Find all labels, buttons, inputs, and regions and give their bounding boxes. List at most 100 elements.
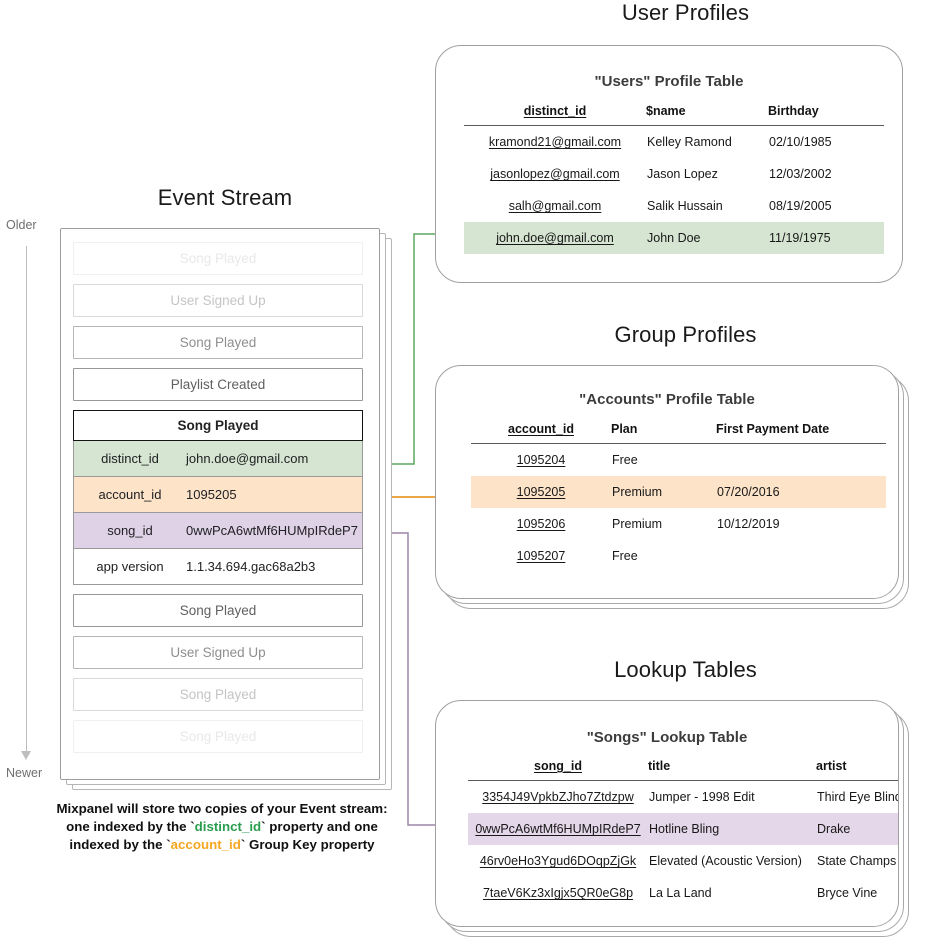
caption-code-account-id: account_id: [170, 837, 241, 852]
user-profiles-title: User Profiles: [621, 0, 750, 25]
list-item[interactable]: User Signed Up: [73, 284, 363, 317]
songs-lookup-card: "Songs" Lookup Table song_id title artis…: [435, 700, 899, 927]
users-profile-card: "Users" Profile Table distinct_id $name …: [435, 45, 903, 283]
list-item[interactable]: User Signed Up: [73, 636, 363, 669]
cell-distinct-id: salh@gmail.com: [508, 199, 602, 214]
cell-name: John Doe: [646, 222, 768, 255]
property-key: song_id: [107, 523, 153, 538]
table-row[interactable]: salh@gmail.com Salik Hussain 08/19/2005: [464, 190, 884, 222]
songs-table-title: "Songs" Lookup Table: [586, 729, 748, 746]
cell-birthday: 12/03/2002: [769, 167, 832, 182]
caption-line-2-prefix: one indexed by the: [66, 819, 191, 834]
table-row[interactable]: 3354J49VpkbZJho7Ztdzpw Jumper - 1998 Edi…: [468, 781, 899, 813]
table-row-highlighted[interactable]: 1095205 Premium 07/20/2016: [471, 476, 886, 509]
accounts-col-first-payment-date: First Payment Date: [716, 422, 830, 436]
time-axis: Older Newer: [6, 218, 58, 788]
list-item[interactable]: Song Played: [73, 594, 363, 627]
lookup-tables-title: Lookup Tables: [614, 657, 757, 682]
table-row[interactable]: jasonlopez@gmail.com Jason Lopez 12/03/2…: [464, 158, 884, 190]
songs-col-title: title: [648, 759, 671, 773]
users-table-header-row: distinct_id $name Birthday: [464, 104, 884, 125]
caption-line-1: Mixpanel will store two copies of your E…: [56, 801, 388, 816]
cell-artist: Drake: [816, 813, 898, 846]
cell-plan: Premium: [612, 517, 663, 532]
cell-plan: Premium: [611, 476, 716, 509]
event-property-app-version[interactable]: app version 1.1.34.694.gac68a2b3: [73, 549, 363, 585]
cell-artist: Bryce Vine: [817, 886, 878, 901]
property-value: john.doe@gmail.com: [186, 451, 309, 466]
cell-account-id: 1095204: [516, 453, 566, 468]
cell-title: Elevated (Acoustic Version): [649, 854, 802, 869]
property-key: distinct_id: [101, 451, 159, 466]
group-profiles-title: Group Profiles: [614, 322, 757, 347]
property-value: 1095205: [186, 487, 237, 502]
accounts-col-account-id: account_id: [508, 422, 574, 436]
property-key: app version: [96, 559, 164, 574]
accounts-profile-card-stack: "Accounts" Profile Table account_id Plan…: [435, 365, 909, 615]
cell-account-id: 1095207: [516, 549, 566, 564]
event-list: Song Played User Signed Up Song Played P…: [60, 228, 378, 778]
cell-first-payment-date: 10/12/2019: [717, 517, 780, 532]
accounts-table-rule: [471, 443, 886, 445]
accounts-table-title: "Accounts" Profile Table: [579, 391, 755, 408]
cell-title: La La Land: [649, 886, 712, 901]
property-value: 1.1.34.694.gac68a2b3: [186, 559, 316, 574]
cell-song-id: 7taeV6Kz3xIgjx5QR0eG8p: [482, 886, 634, 901]
cell-song-id: 46rv0eHo3Ygud6DOqpZjGk: [479, 854, 637, 869]
caption-line-3-prefix: indexed by the: [69, 837, 167, 852]
cell-song-id: 3354J49VpkbZJho7Ztdzpw: [482, 790, 634, 805]
cell-artist: State Champs: [817, 854, 897, 869]
caption-line-2-suffix: property and one: [265, 819, 378, 834]
cell-distinct-id: kramond21@gmail.com: [488, 135, 622, 150]
cell-distinct-id: jasonlopez@gmail.com: [490, 167, 620, 182]
list-item[interactable]: Song Played: [73, 678, 363, 711]
songs-col-artist: artist: [816, 759, 847, 773]
songs-col-song-id: song_id: [534, 759, 582, 773]
table-row[interactable]: kramond21@gmail.com Kelley Ramond 02/10/…: [464, 126, 884, 158]
property-key: account_id: [98, 487, 162, 502]
axis-arrowhead-icon: [21, 751, 31, 760]
cell-birthday: 11/19/1975: [768, 222, 884, 255]
cell-song-id: 0wwPcA6wtMf6HUMpIRdeP7: [468, 813, 648, 846]
users-profile-card-stack: "Users" Profile Table distinct_id $name …: [435, 45, 905, 285]
accounts-profile-table: account_id Plan First Payment Date 10952…: [471, 422, 886, 572]
users-table-title: "Users" Profile Table: [594, 73, 744, 90]
table-row-highlighted[interactable]: john.doe@gmail.com John Doe 11/19/1975: [464, 222, 884, 255]
cell-title: Hotline Bling: [648, 813, 816, 846]
list-item[interactable]: Song Played: [73, 242, 363, 275]
songs-table-header-row: song_id title artist: [468, 759, 898, 780]
axis-line: [26, 246, 27, 754]
caption-line-3-suffix: Group Key property: [245, 837, 375, 852]
property-value: 0wwPcA6wtMf6HUMpIRdeP7: [186, 523, 358, 538]
caption-line-3: indexed by the `account_id` Group Key pr…: [69, 837, 375, 852]
cell-birthday: 08/19/2005: [769, 199, 832, 214]
event-stream-stack: Song Played User Signed Up Song Played P…: [60, 228, 392, 790]
event-stream-title: Event Stream: [157, 185, 293, 210]
event-property-account-id[interactable]: account_id 1095205: [73, 477, 363, 513]
cell-title: Jumper - 1998 Edit: [649, 790, 755, 805]
list-item[interactable]: Song Played: [73, 326, 363, 359]
cell-birthday: 02/10/1985: [769, 135, 832, 150]
table-row[interactable]: 1095206 Premium 10/12/2019: [471, 508, 886, 540]
table-row[interactable]: 46rv0eHo3Ygud6DOqpZjGk Elevated (Acousti…: [468, 845, 898, 877]
axis-label-older: Older: [6, 218, 37, 232]
table-row[interactable]: 7taeV6Kz3xIgjx5QR0eG8p La La Land Bryce …: [468, 877, 898, 909]
stream-caption: Mixpanel will store two copies of your E…: [52, 800, 392, 854]
songs-lookup-table: song_id title artist 3354J49VpkbZJho7Ztd…: [468, 759, 899, 909]
list-item[interactable]: Playlist Created: [73, 368, 363, 401]
cell-first-payment-date: [716, 540, 886, 572]
cell-name: Salik Hussain: [647, 199, 723, 214]
expanded-event-card[interactable]: Song Played distinct_id john.doe@gmail.c…: [73, 410, 363, 585]
users-col-birthday: Birthday: [768, 104, 819, 118]
cell-first-payment-date: 07/20/2016: [716, 476, 886, 509]
caption-line-2: one indexed by the `distinct_id` propert…: [66, 819, 378, 834]
expanded-event-name: Song Played: [73, 410, 363, 441]
table-row-highlighted[interactable]: 0wwPcA6wtMf6HUMpIRdeP7 Hotline Bling Dra…: [468, 813, 898, 846]
event-property-song-id[interactable]: song_id 0wwPcA6wtMf6HUMpIRdeP7: [73, 513, 363, 549]
table-row[interactable]: 1095207 Free: [471, 540, 886, 572]
cell-artist: Third Eye Blind: [817, 790, 899, 805]
list-item[interactable]: Song Played: [73, 720, 363, 753]
event-property-distinct-id[interactable]: distinct_id john.doe@gmail.com: [73, 441, 363, 477]
cell-name: Jason Lopez: [647, 167, 718, 182]
table-row[interactable]: 1095204 Free: [471, 444, 886, 476]
